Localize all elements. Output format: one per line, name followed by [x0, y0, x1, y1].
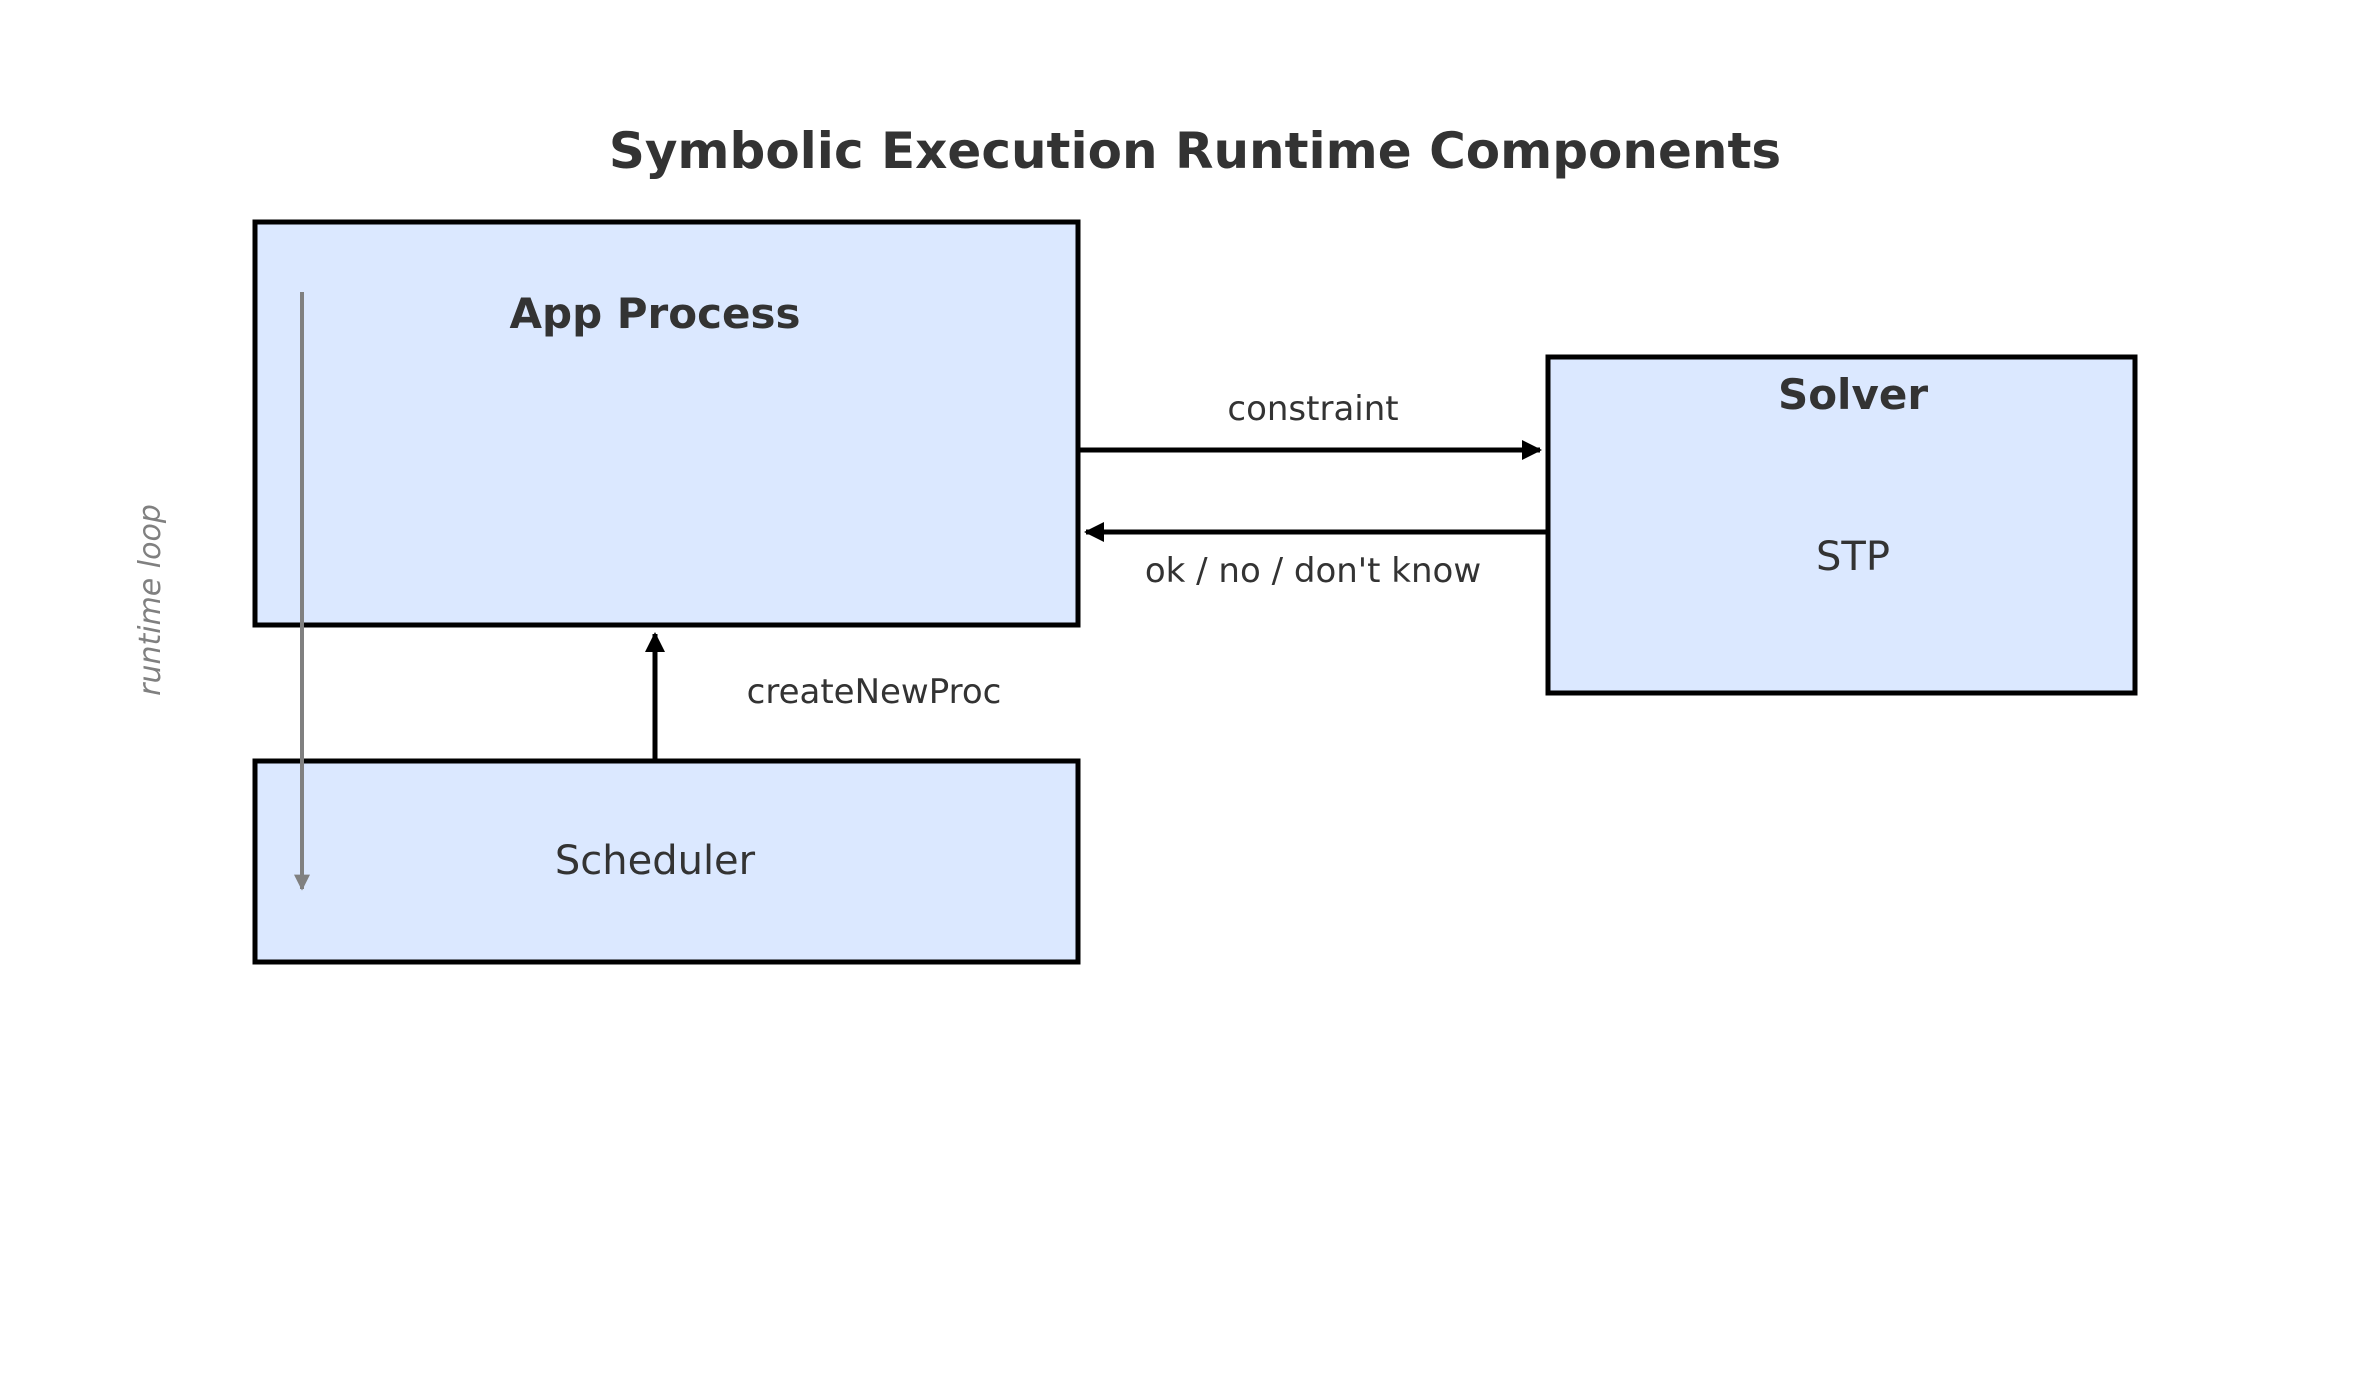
result-label: ok / no / don't know: [1145, 551, 1481, 591]
scheduler-label: Scheduler: [555, 838, 756, 884]
app-process-title: App Process: [510, 289, 801, 338]
create-new-proc-label: createNewProc: [747, 672, 1002, 712]
create-new-proc-edge: createNewProc: [645, 632, 1002, 759]
solver-title: Solver: [1778, 370, 1928, 419]
solver-box: [1545, 354, 2138, 696]
runtime-loop-label: runtime loop: [133, 504, 168, 696]
diagram-title: Symbolic Execution Runtime Components: [609, 122, 1781, 180]
scheduler-node: Scheduler: [252, 758, 1081, 965]
runtime-loop-edge: runtime loop: [133, 292, 310, 891]
constraint-label: constraint: [1227, 389, 1398, 429]
solver-node: Solver STP: [1545, 354, 2138, 696]
app-process-node: App Process: [252, 219, 1081, 628]
solver-subtitle: STP: [1816, 534, 1890, 580]
app-process-box: [252, 219, 1081, 628]
result-edge: ok / no / don't know: [1084, 522, 1546, 591]
scheduler-box: [252, 758, 1081, 965]
constraint-edge: constraint: [1080, 389, 1542, 460]
